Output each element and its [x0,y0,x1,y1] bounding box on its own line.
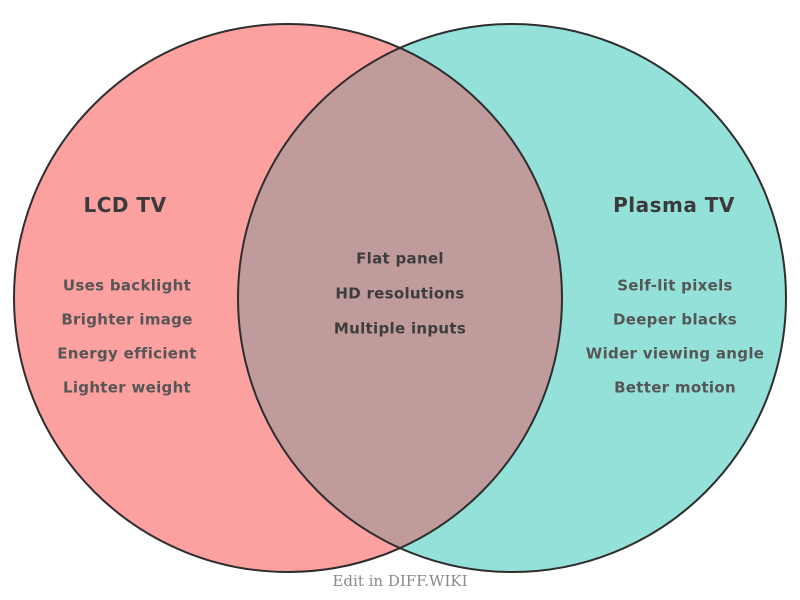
plasma-set-item: Deeper blacks [612,310,738,329]
lcd-set-item: Uses backlight [62,276,192,295]
plasma-set-item: Self-lit pixels [617,276,733,295]
overlap-item: Multiple inputs [333,319,467,338]
overlap-item: Flat panel [356,249,444,268]
plasma-set-title: Plasma TV [613,193,735,217]
lcd-circle-outline [13,23,563,573]
plasma-set-item: Wider viewing angle [585,344,765,363]
lcd-set-item: Energy efficient [57,344,197,363]
lcd-set-title: LCD TV [83,193,167,217]
lcd-set-item: Lighter weight [62,378,192,397]
plasma-set-item: Better motion [614,378,736,397]
overlap-region-fill [238,24,562,572]
plasma-circle-outline [237,23,787,573]
edit-in-diffwiki-link[interactable]: Edit in DIFF.WIKI [332,572,468,590]
overlap-item: HD resolutions [335,284,465,303]
lcd-set-item: Brighter image [61,310,193,329]
